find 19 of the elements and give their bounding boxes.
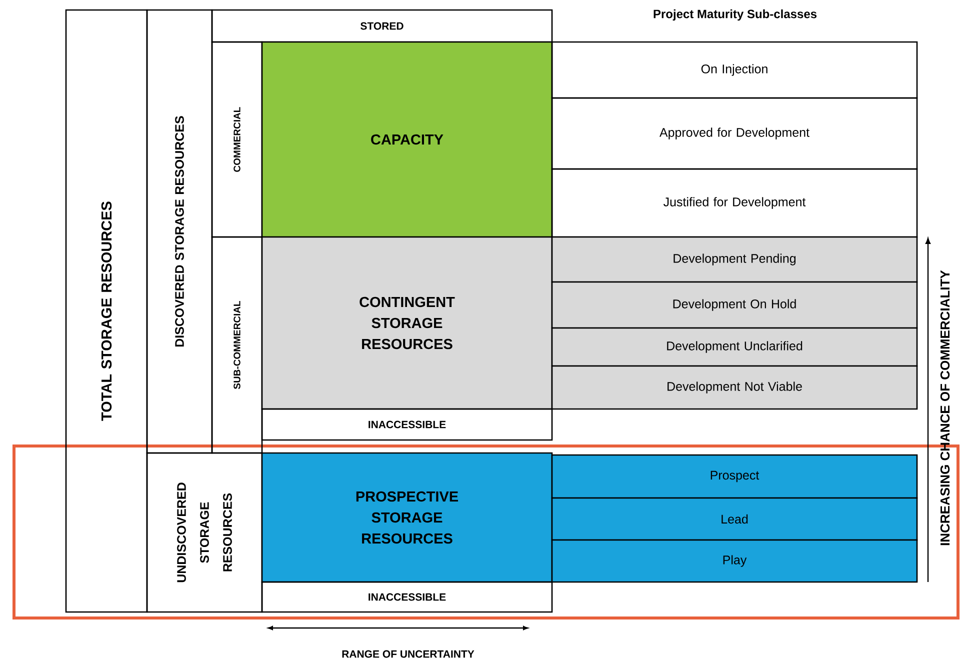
subclass-box: Development Pending xyxy=(551,236,918,283)
axis-label: INCREASING CHANCE OF COMMERCIALITY xyxy=(940,270,950,546)
subclass-box: Development Unclarified xyxy=(551,327,918,367)
subclass-box: Development Not Viable xyxy=(551,365,918,410)
subclass-box: Approved for Development xyxy=(551,97,918,170)
class-box: INACCESSIBLE xyxy=(261,581,553,613)
class-box: CAPACITY xyxy=(261,41,553,238)
subclass-box: Lead xyxy=(551,497,918,541)
subclass-box: Play xyxy=(551,539,918,583)
class-box: PROSPECTIVE STORAGE RESOURCES xyxy=(261,452,553,583)
heading: Project Maturity Sub-classes xyxy=(654,9,817,21)
column-box: DISCOVERED STORAGE RESOURCES xyxy=(146,9,213,454)
subclass-box: Prospect xyxy=(551,454,918,499)
axis-label: RANGE OF UNCERTAINTY xyxy=(342,650,474,658)
subclass-box: Development On Hold xyxy=(551,281,918,329)
column-box: TOTAL STORAGE RESOURCES xyxy=(65,9,148,613)
class-box: CONTINGENT STORAGE RESOURCES xyxy=(261,236,553,410)
class-box: INACCESSIBLE xyxy=(261,408,553,441)
subclass-box: On Injection xyxy=(551,41,918,99)
